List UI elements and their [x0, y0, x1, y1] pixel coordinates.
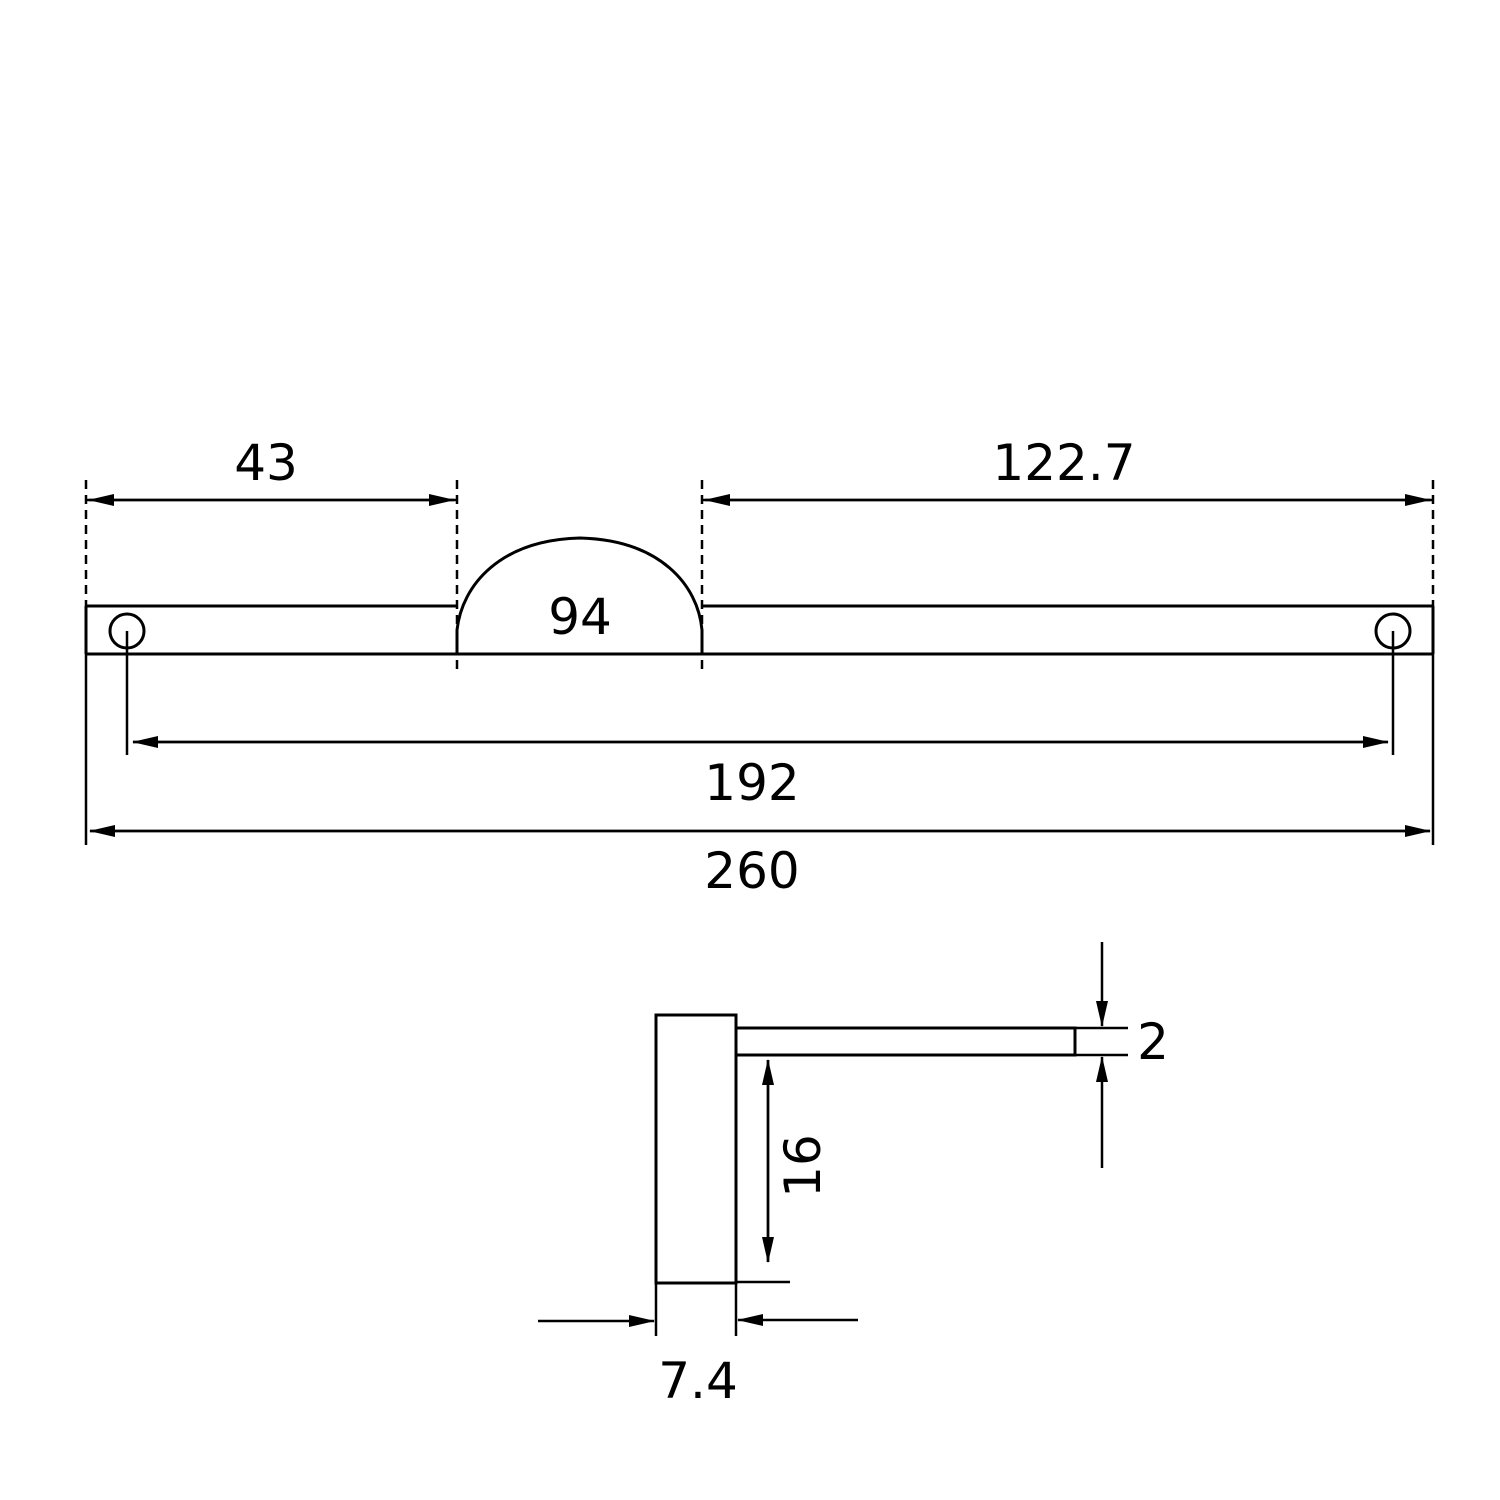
dimension-thickness: 2 [1075, 942, 1169, 1168]
handle-arm [734, 1026, 1077, 1057]
dimension-label-192: 192 [704, 754, 799, 812]
dimension-label-2: 2 [1137, 1013, 1169, 1071]
dashed-extension-lines [84, 480, 1435, 670]
dimension-offset-left: 43 [86, 434, 457, 506]
front-view: 43 122.7 94 192 260 [84, 434, 1435, 900]
dimension-label-260: 260 [704, 842, 799, 900]
dimension-label-43: 43 [234, 434, 298, 492]
dimension-label-122-7: 122.7 [992, 434, 1135, 492]
handle-bar [84, 604, 1435, 656]
side-view: 2 16 7.4 [538, 942, 1169, 1410]
dimension-overall-length: 260 [89, 825, 1431, 900]
handle-base-block [654, 1013, 738, 1285]
extension-lines [84, 631, 1435, 845]
dimension-base-width: 7.4 [538, 1283, 858, 1410]
grip-arch [455, 536, 704, 654]
dimension-hole-spacing: 192 [132, 736, 1389, 812]
dimension-label-16: 16 [774, 1134, 832, 1198]
dimension-height: 16 [736, 1059, 832, 1284]
dimension-label-7-4: 7.4 [658, 1352, 738, 1410]
dimension-label-94: 94 [548, 588, 612, 646]
dimension-offset-right: 122.7 [702, 434, 1433, 506]
